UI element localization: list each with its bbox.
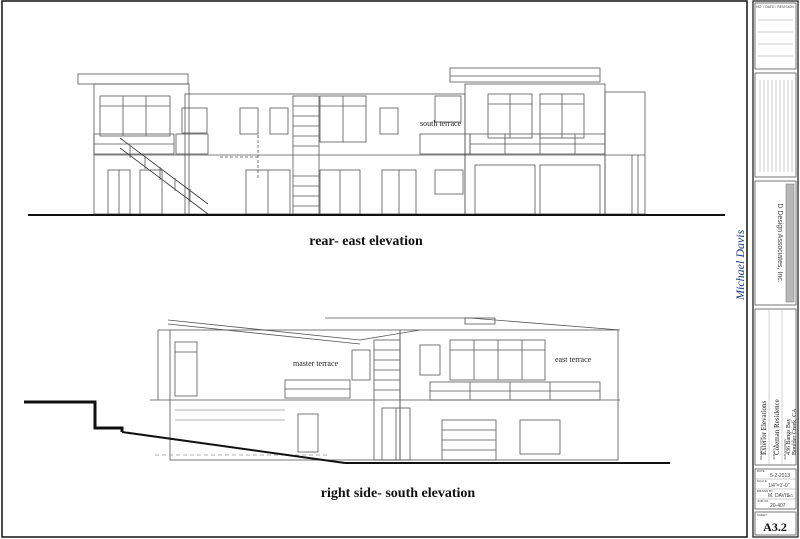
title-block-border bbox=[752, 0, 799, 538]
rear-east-elevation bbox=[77, 67, 646, 215]
upper-elevation-caption: rear- east elevation bbox=[309, 234, 423, 249]
job-address-field-label: JOB ADDRESS bbox=[783, 439, 787, 460]
grade-slope bbox=[121, 431, 346, 464]
date-field-label: DATE bbox=[757, 469, 765, 473]
sheet-number: A3.2 bbox=[763, 520, 787, 534]
drawing-title-value: Exterior Elevations bbox=[760, 400, 768, 455]
job-title-field-label: JOB TITLE bbox=[772, 445, 776, 460]
job-title-value: Coleman Residence bbox=[773, 399, 781, 455]
job-address-line1: 436 Bangs Bay bbox=[786, 418, 792, 455]
job-no-value: 20-407 bbox=[770, 503, 786, 509]
notes-box bbox=[754, 72, 797, 178]
sheet-number-box bbox=[754, 511, 797, 536]
revision-box bbox=[754, 2, 797, 70]
east-terrace-label: east terrace bbox=[555, 355, 592, 364]
checked-value: DG bbox=[787, 493, 793, 498]
south-terrace-label: south terrace bbox=[420, 119, 462, 128]
date-value: 5-2-2013 bbox=[770, 473, 790, 479]
drawing-title-field-label: DRAWING TITLE bbox=[759, 437, 763, 460]
sheet-border bbox=[1, 0, 748, 538]
scale-value: 1/4"=1'-0" bbox=[768, 483, 790, 489]
job-no-field-label: JOB NO. bbox=[757, 499, 769, 503]
scale-field-label: SCALE bbox=[757, 479, 767, 483]
job-info-box bbox=[754, 308, 797, 466]
firm-name: D Design Associates, Inc. bbox=[776, 203, 783, 282]
right-side-south-elevation bbox=[150, 317, 621, 461]
firm-logo-image bbox=[785, 183, 795, 303]
drawn-by-field-label: DRAWN BY bbox=[757, 489, 773, 493]
master-terrace-label: master terrace bbox=[293, 359, 339, 368]
retaining-wall bbox=[24, 400, 124, 432]
notes-text-lines bbox=[759, 80, 793, 172]
revision-header: NO. / DATE / REVISION bbox=[756, 5, 794, 9]
lower-elevation-caption: right side- south elevation bbox=[321, 486, 476, 501]
sheet-field-label: SHEET bbox=[757, 513, 767, 517]
firm-box bbox=[754, 180, 797, 306]
drawn-by-value: M. DAVIS bbox=[768, 493, 790, 499]
job-address-line2: Boulder Creek, CA bbox=[792, 408, 798, 455]
architect-signature: Michael Davis bbox=[733, 229, 747, 301]
